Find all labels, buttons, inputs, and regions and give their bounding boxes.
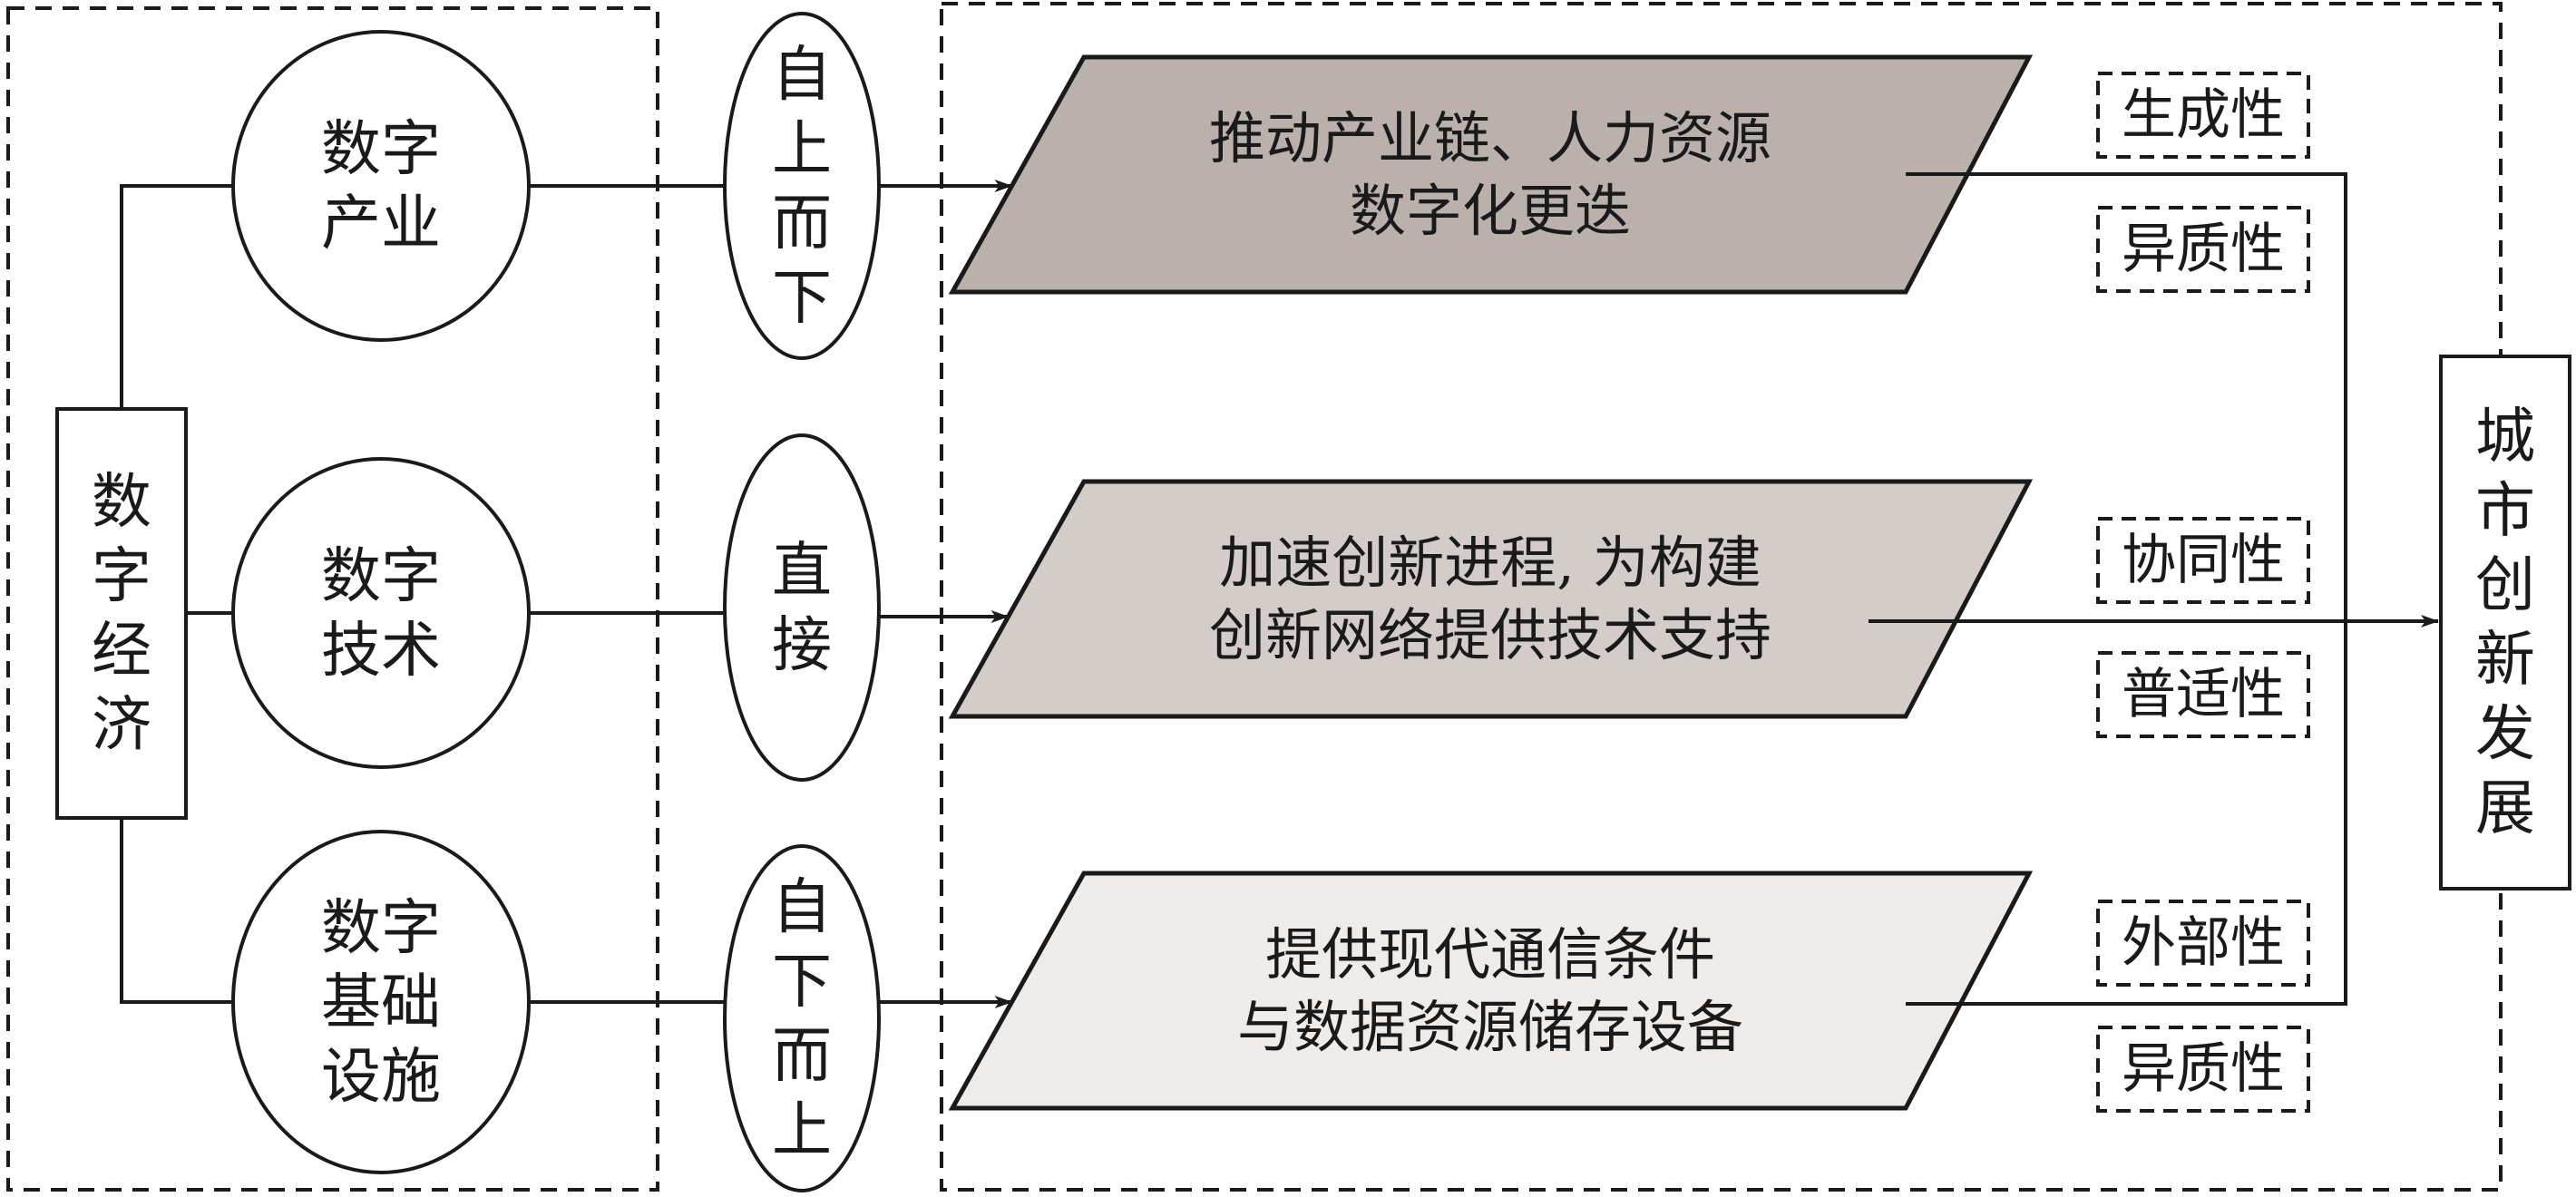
path-label: 接 [772, 610, 832, 680]
path-label: 而 [772, 1021, 832, 1091]
property-box [2096, 206, 2310, 293]
connector-source-to-infrastructure [120, 818, 233, 1004]
source-char: 济 [92, 690, 151, 760]
mechanism-label: 推动产业链、人力资源 [1209, 105, 1771, 171]
target-char: 城 [2475, 402, 2535, 472]
source-box [55, 407, 188, 820]
component-label: 技术 [321, 616, 441, 686]
property-box [2096, 72, 2310, 159]
component-label: 设施 [321, 1042, 441, 1112]
target-char: 市 [2475, 476, 2535, 546]
path-label: 下 [772, 263, 832, 333]
property-label: 生成性 [2122, 83, 2285, 147]
path-ellipse [723, 433, 881, 782]
property-box [2096, 517, 2310, 604]
component-label: 基础 [321, 968, 441, 1037]
target-char: 创 [2475, 550, 2535, 620]
mechanism-label: 创新网络提供技术支持 [1209, 602, 1771, 668]
component-label: 数字 [321, 893, 441, 963]
target-box [2439, 355, 2571, 890]
path-label: 自 [772, 872, 832, 942]
source-char: 经 [92, 616, 151, 686]
path-label: 上 [772, 1095, 832, 1165]
property-label: 外部性 [2122, 911, 2285, 975]
property-label: 异质性 [2122, 218, 2285, 281]
path-ellipse [723, 12, 881, 360]
path-label: 直 [772, 536, 832, 606]
mechanism-label: 与数据资源储存设备 [1237, 994, 1743, 1060]
component-label: 产业 [321, 189, 441, 258]
property-box [2096, 1026, 2310, 1113]
property-tag: 普适性 [2096, 651, 2310, 738]
component-label: 数字 [321, 114, 441, 184]
property-tag: 生成性 [2096, 72, 2310, 159]
collector-line [1906, 172, 2347, 1006]
path-ellipse [723, 844, 881, 1192]
component-circle [231, 30, 531, 342]
source-char: 字 [92, 541, 151, 611]
target-char: 发 [2475, 699, 2535, 769]
property-tag: 异质性 [2096, 206, 2310, 293]
target-char: 新 [2475, 625, 2535, 695]
property-box [2096, 900, 2310, 987]
mechanism-parallelogram [948, 479, 2034, 719]
target-char: 展 [2475, 774, 2535, 843]
property-tag: 外部性 [2096, 900, 2310, 987]
path-label: 上 [772, 114, 832, 184]
component-circle [231, 457, 531, 769]
property-box [2096, 651, 2310, 738]
mechanism-label: 提供现代通信条件 [1265, 921, 1715, 988]
mechanism-label: 数字化更迭 [1350, 178, 1631, 244]
property-label: 异质性 [2122, 1037, 2285, 1101]
component-label: 数字 [321, 541, 441, 611]
mechanism-parallelogram [948, 54, 2034, 295]
property-label: 协同性 [2122, 529, 2285, 592]
connector-source-to-industry [120, 184, 233, 409]
path-label: 自 [772, 40, 832, 110]
path-label: 下 [772, 947, 832, 1017]
path-label: 而 [772, 189, 832, 258]
mechanism-parallelogram [948, 871, 2034, 1111]
property-label: 普适性 [2122, 663, 2285, 726]
component-circle [231, 830, 531, 1174]
mechanism-label: 加速创新进程, 为构建 [1219, 530, 1761, 596]
left-dashed-group [6, 6, 659, 1192]
source-char: 数 [92, 467, 151, 537]
property-tag: 异质性 [2096, 1026, 2310, 1113]
property-tag: 协同性 [2096, 517, 2310, 604]
